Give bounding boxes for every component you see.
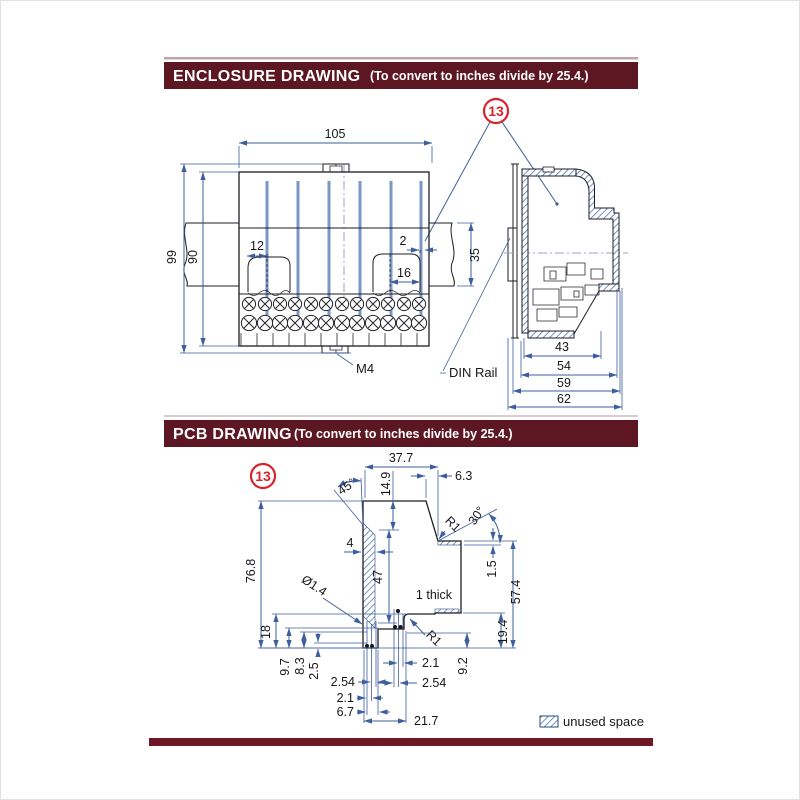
dim-6-7: 6.7 xyxy=(337,705,354,719)
top-latch-tab xyxy=(322,163,350,173)
dim-105: 105 xyxy=(325,127,346,141)
din-clip-mechanism xyxy=(532,262,604,322)
dim-47: 47 xyxy=(371,570,385,584)
callout-circle xyxy=(482,97,510,125)
right-cutout xyxy=(372,250,421,296)
legend: unused space xyxy=(539,714,644,729)
enclosure-side-view: 43 54 59 62 DIN Rail xyxy=(440,163,628,410)
left-cutout xyxy=(247,254,291,296)
callout-circle xyxy=(249,462,277,490)
dim-8-3: 8.3 xyxy=(293,657,307,674)
pcb-header-bar xyxy=(164,420,638,447)
enclosure-front-view: 105 99 90 12 2 16 35 M4 xyxy=(165,127,482,376)
dim-2-5: 2.5 xyxy=(307,662,321,679)
pcb-drawing: 13 37.7 6.3 xyxy=(244,451,523,728)
dim-2-1-right: 2.1 xyxy=(422,656,439,670)
dim-19-4: 19.4 xyxy=(496,620,510,644)
dim-90: 90 xyxy=(186,250,200,264)
pcb-dimensions: 37.7 6.3 14.9 45° 30° R1 4 xyxy=(244,451,523,728)
pcb-header: PCB DRAWING (To convert to inches divide… xyxy=(164,415,638,447)
terminal-screw-row-1 xyxy=(241,296,427,312)
pcb-header-topline xyxy=(164,415,638,417)
dim-9-7: 9.7 xyxy=(278,658,292,675)
leader-dot xyxy=(555,202,559,206)
dim-37-7: 37.7 xyxy=(389,451,413,465)
m4-mounting-tab xyxy=(321,345,349,354)
legend-label: unused space xyxy=(563,714,644,729)
dim-12: 12 xyxy=(250,239,264,253)
dim-62: 62 xyxy=(557,392,571,406)
dim-6-3: 6.3 xyxy=(455,469,472,483)
enclosure-header-bar xyxy=(164,62,638,89)
dim-99: 99 xyxy=(165,250,179,264)
dim-54: 54 xyxy=(557,359,571,373)
front-view-dimensions: 105 99 90 12 2 16 35 M4 xyxy=(165,127,482,376)
dim-4: 4 xyxy=(347,536,354,550)
din-rail-label: DIN Rail xyxy=(449,365,498,380)
dim-2-54-left: 2.54 xyxy=(331,675,355,689)
dim-2-1-left: 2.1 xyxy=(337,691,354,705)
pcb-outline xyxy=(362,500,462,649)
dim-45deg: 45° xyxy=(335,476,359,498)
enclosure-header: ENCLOSURE DRAWING (To convert to inches … xyxy=(164,57,638,89)
unused-space-swatch xyxy=(539,715,559,728)
enclosure-subtitle: (To convert to inches divide by 25.4.) xyxy=(370,69,589,83)
dim-35: 35 xyxy=(468,248,482,262)
din-rail-right-segment xyxy=(429,222,455,287)
bottom-divider-bar xyxy=(149,738,653,746)
callout-number: 13 xyxy=(255,468,271,484)
terminal-screw-row-2 xyxy=(240,314,428,332)
enclosure-drawing: 13 xyxy=(165,97,628,410)
dim-1-5: 1.5 xyxy=(485,560,499,577)
enclosure-title: ENCLOSURE DRAWING xyxy=(173,68,360,85)
dim-r1-top: R1 xyxy=(442,514,463,535)
din-rail-profile xyxy=(507,163,519,339)
pcb-callout-13: 13 xyxy=(249,462,277,490)
dim-9-2: 9.2 xyxy=(456,657,470,674)
callout-leader-lines xyxy=(424,121,558,242)
terminal-dividers xyxy=(240,333,418,346)
enclosure-callout-13: 13 xyxy=(424,97,559,242)
dim-21-7: 21.7 xyxy=(414,714,438,728)
dim-2: 2 xyxy=(400,234,407,248)
dim-18: 18 xyxy=(259,625,273,639)
m4-label: M4 xyxy=(356,361,374,376)
dim-dia-1-4: Ø1.4 xyxy=(299,572,329,599)
dim-43: 43 xyxy=(555,340,569,354)
dim-r1-bottom: R1 xyxy=(423,628,444,649)
pcb-subtitle: (To convert to inches divide by 25.4.) xyxy=(294,427,513,441)
dim-14-9: 14.9 xyxy=(379,472,393,496)
side-view-dimensions: 43 54 59 62 DIN Rail xyxy=(440,237,623,410)
dim-59: 59 xyxy=(557,376,571,390)
dim-2-54-right: 2.54 xyxy=(422,676,446,690)
top-divider xyxy=(164,57,638,60)
pcb-title: PCB DRAWING xyxy=(173,426,292,443)
callout-number: 13 xyxy=(488,103,504,119)
dim-57-4: 57.4 xyxy=(509,580,523,604)
pcb-holes xyxy=(365,609,403,648)
dim-16: 16 xyxy=(397,266,411,280)
side-view-walls xyxy=(521,166,620,339)
dim-76-8: 76.8 xyxy=(244,559,258,583)
label-1-thick: 1 thick xyxy=(416,588,453,602)
